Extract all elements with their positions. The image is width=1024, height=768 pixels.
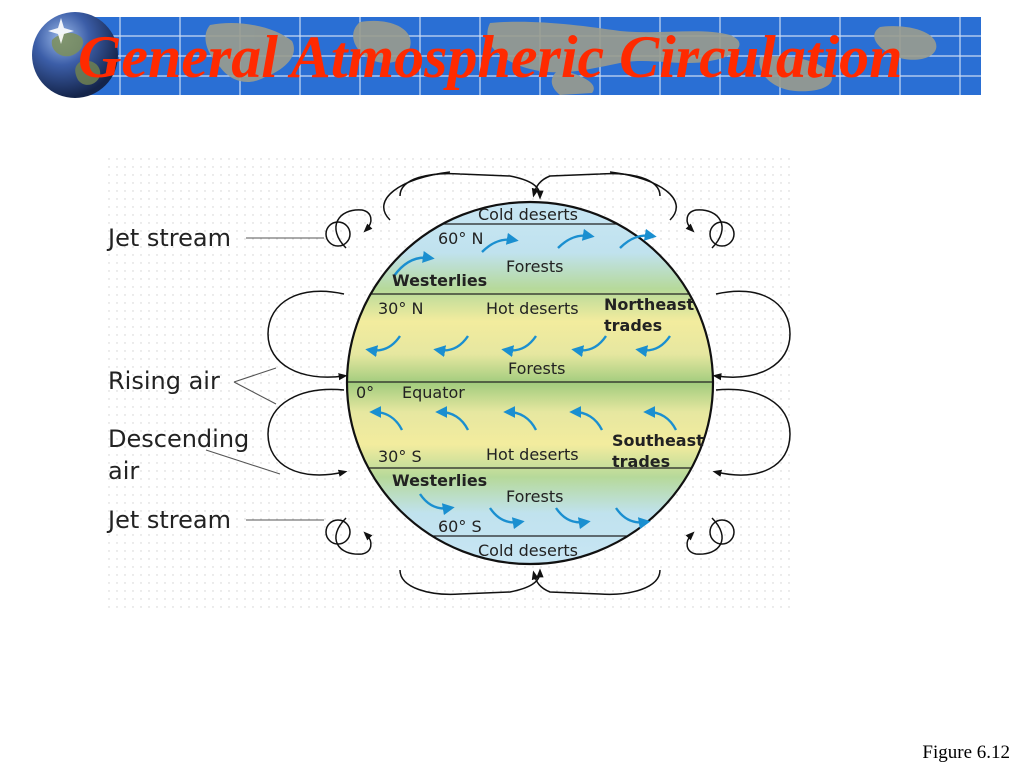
- rising-air-label: Rising air: [108, 367, 220, 395]
- figure-caption: Figure 6.12: [922, 742, 1010, 763]
- hadley-cell-north-right: [712, 290, 791, 381]
- southeast-trades-line1: Southeast: [612, 431, 704, 450]
- lat-30s: 30° S: [378, 447, 422, 466]
- westerly-arrow-n4: [619, 228, 657, 249]
- label-leader-lines: [205, 237, 324, 521]
- lat-60s: 60° S: [438, 517, 482, 536]
- title-banner: [60, 17, 981, 95]
- northeast-trades-line1: Northeast: [604, 295, 694, 314]
- equator-label: Equator: [402, 383, 465, 402]
- jet-stream-loop-bottom-left: [325, 519, 351, 545]
- zone-cold-deserts-north: Cold deserts: [478, 205, 578, 224]
- globe-icon: [32, 12, 118, 98]
- polar-cell-top-outer: [383, 171, 677, 221]
- westerly-arrow-s3: [555, 507, 591, 530]
- page-title: General Atmospheric Circulation: [78, 24, 903, 90]
- lat-0: 0°: [356, 383, 374, 402]
- hadley-cell-south-left: [267, 388, 348, 477]
- wind-arrows: [365, 228, 678, 530]
- circulation-cells: [267, 171, 791, 596]
- jet-stream-top-label: Jet stream: [108, 224, 231, 252]
- polar-cell-bottom-right: [531, 569, 661, 596]
- se-trade-arrow-3: [503, 406, 538, 431]
- zone-hot-deserts-south: Hot deserts: [486, 445, 579, 464]
- descending-air-label-line1: Descending: [108, 425, 250, 453]
- lat-30n: 30° N: [378, 299, 423, 318]
- westerlies-north: Westerlies: [392, 271, 487, 290]
- zone-hot-deserts-north: Hot deserts: [486, 299, 579, 318]
- ne-trade-arrow-2: [433, 335, 469, 358]
- ferrel-cell-bottom-right: [685, 517, 723, 555]
- ne-trade-arrow-4: [571, 335, 607, 358]
- ferrel-cell-top-right: [685, 209, 723, 249]
- zone-forests-north: Forests: [506, 257, 563, 276]
- circulation-figure: Cold deserts 60° N Forests Westerlies 30…: [108, 158, 794, 608]
- circulation-diagram: Cold deserts 60° N Forests Westerlies 30…: [100, 150, 800, 610]
- jet-stream-bottom-label: Jet stream: [108, 506, 231, 534]
- hadley-cell-north-left: [267, 290, 348, 381]
- se-trade-arrow-2: [435, 406, 470, 431]
- jet-stream-loop-top-right: [709, 221, 735, 247]
- westerly-arrow-n2: [481, 232, 519, 253]
- westerlies-south: Westerlies: [392, 471, 487, 490]
- hadley-cell-south-right: [712, 388, 791, 477]
- zone-forests-south: Forests: [506, 487, 563, 506]
- ne-trade-arrow-1: [365, 335, 401, 358]
- header: General Atmospheric Circulation: [0, 0, 1024, 100]
- se-trade-arrow-5: [643, 406, 678, 431]
- se-trade-arrow-4: [569, 406, 604, 431]
- northeast-trades-line2: trades: [604, 316, 662, 335]
- zone-forests-equator: Forests: [508, 359, 565, 378]
- se-trade-arrow-1: [369, 406, 404, 431]
- zone-cold-deserts-south: Cold deserts: [478, 541, 578, 560]
- westerly-arrow-n1: [393, 251, 435, 277]
- ferrel-cell-top-left: [335, 209, 373, 249]
- ne-trade-arrow-5: [635, 335, 671, 358]
- lat-60n: 60° N: [438, 229, 483, 248]
- ferrel-cell-bottom-left: [335, 517, 373, 555]
- jet-stream-loop-bottom-right: [709, 519, 735, 545]
- southeast-trades-line2: trades: [612, 452, 670, 471]
- descending-air-label-line2: air: [108, 457, 140, 485]
- ne-trade-arrow-3: [501, 335, 537, 358]
- westerly-arrow-n3: [557, 228, 595, 249]
- jet-stream-loop-top-left: [325, 221, 351, 247]
- westerly-arrow-s2: [489, 507, 525, 530]
- westerly-arrow-s4: [615, 507, 651, 530]
- westerly-arrow-s1: [419, 493, 455, 516]
